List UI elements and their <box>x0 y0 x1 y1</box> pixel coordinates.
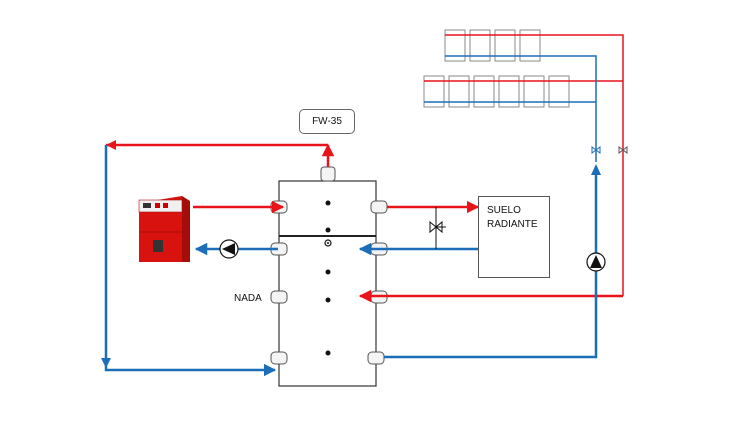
pump-icon <box>586 252 606 272</box>
radiator-return-pipe <box>540 55 597 162</box>
pump-icon <box>219 239 239 259</box>
radiator-row-top <box>444 29 541 62</box>
buffer-tank <box>278 166 377 387</box>
floor-heating-label: SUELO RADIANTE <box>487 205 538 230</box>
unused-port-label: NADA <box>234 293 262 304</box>
hot-arrow-left <box>106 140 116 150</box>
controller-label-box: FW-35 <box>299 109 355 134</box>
hot-water-pipes <box>106 143 623 303</box>
floor-heating-box: SUELO RADIANTE <box>478 196 550 278</box>
boiler-icon <box>138 196 190 262</box>
radiator-supply-pipe <box>540 34 624 296</box>
cold-arrow-down <box>101 164 601 368</box>
radiator-valve-icon <box>591 146 628 154</box>
three-way-valve-icon <box>429 207 446 249</box>
controller-label: FW-35 <box>312 116 342 127</box>
radiator-row-bottom <box>423 75 570 108</box>
